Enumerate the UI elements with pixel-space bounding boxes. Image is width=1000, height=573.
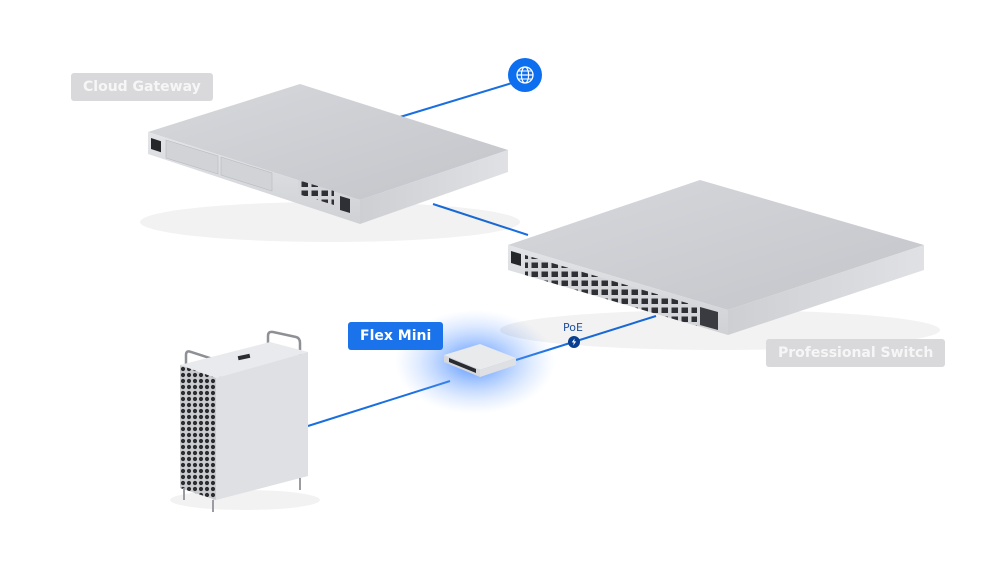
internet-node[interactable] — [508, 58, 542, 92]
cloud-gateway-label[interactable]: Cloud Gateway — [71, 73, 213, 101]
professional-switch-label[interactable]: Professional Switch — [766, 339, 946, 367]
link-gateway-internet — [399, 82, 513, 118]
link-gateway-switch — [432, 203, 529, 236]
workstation-device — [170, 330, 320, 512]
flex-mini-device — [444, 344, 516, 377]
poe-badge — [568, 336, 580, 348]
globe-icon — [516, 66, 534, 84]
cloud-gateway-device — [140, 84, 520, 242]
poe-label: PoE — [563, 321, 583, 334]
flex-mini-label[interactable]: Flex Mini — [348, 322, 444, 350]
lightning-icon — [571, 338, 577, 346]
